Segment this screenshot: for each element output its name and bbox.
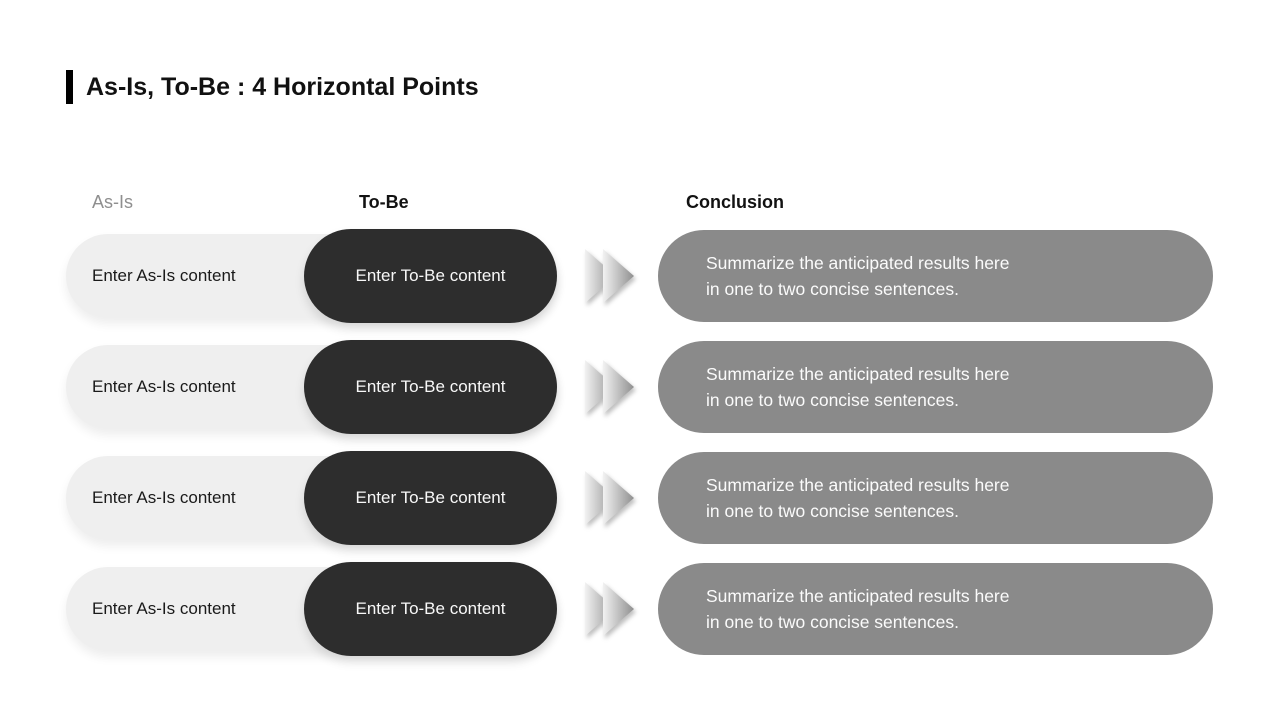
to-be-pill[interactable]: Enter To-Be content — [304, 229, 557, 323]
to-be-pill[interactable]: Enter To-Be content — [304, 340, 557, 434]
conclusion-text-line1: Summarize the anticipated results here — [706, 253, 1010, 273]
conclusion-pill[interactable]: Summarize the anticipated results here i… — [658, 563, 1213, 655]
conclusion-text-line1: Summarize the anticipated results here — [706, 364, 1010, 384]
as-is-placeholder-text: Enter As-Is content — [92, 599, 236, 618]
to-be-placeholder-text: Enter To-Be content — [355, 377, 506, 396]
double-chevron-right-icon — [585, 471, 634, 525]
as-is-placeholder-text: Enter As-Is content — [92, 488, 236, 507]
conclusion-text-line2: in one to two concise sentences. — [706, 612, 959, 632]
column-header-conclusion: Conclusion — [686, 192, 784, 212]
conclusion-pill[interactable]: Summarize the anticipated results here i… — [658, 341, 1213, 433]
double-chevron-right-icon — [585, 582, 634, 636]
process-row: Enter As-Is content Enter To-Be content … — [0, 229, 1280, 323]
as-is-placeholder-text: Enter As-Is content — [92, 266, 236, 285]
to-be-pill[interactable]: Enter To-Be content — [304, 451, 557, 545]
process-row: Enter As-Is content Enter To-Be content … — [0, 451, 1280, 545]
conclusion-pill[interactable]: Summarize the anticipated results here i… — [658, 452, 1213, 544]
conclusion-text-line1: Summarize the anticipated results here — [706, 475, 1010, 495]
page-title: As-Is, To-Be : 4 Horizontal Points — [86, 72, 479, 101]
column-header-as-is: As-Is — [92, 192, 134, 212]
to-be-placeholder-text: Enter To-Be content — [355, 599, 506, 618]
column-header-to-be: To-Be — [359, 192, 409, 212]
double-chevron-right-icon — [585, 249, 634, 303]
conclusion-text-line2: in one to two concise sentences. — [706, 390, 959, 410]
to-be-placeholder-text: Enter To-Be content — [355, 266, 506, 285]
conclusion-text-line2: in one to two concise sentences. — [706, 501, 959, 521]
title-accent-bar — [66, 70, 73, 104]
title-block: As-Is, To-Be : 4 Horizontal Points — [66, 68, 479, 106]
as-is-placeholder-text: Enter As-Is content — [92, 377, 236, 396]
to-be-placeholder-text: Enter To-Be content — [355, 488, 506, 507]
conclusion-text-line1: Summarize the anticipated results here — [706, 586, 1010, 606]
conclusion-pill[interactable]: Summarize the anticipated results here i… — [658, 230, 1213, 322]
to-be-pill[interactable]: Enter To-Be content — [304, 562, 557, 656]
conclusion-text-line2: in one to two concise sentences. — [706, 279, 959, 299]
process-row: Enter As-Is content Enter To-Be content … — [0, 340, 1280, 434]
process-row: Enter As-Is content Enter To-Be content … — [0, 562, 1280, 656]
double-chevron-right-icon — [585, 360, 634, 414]
